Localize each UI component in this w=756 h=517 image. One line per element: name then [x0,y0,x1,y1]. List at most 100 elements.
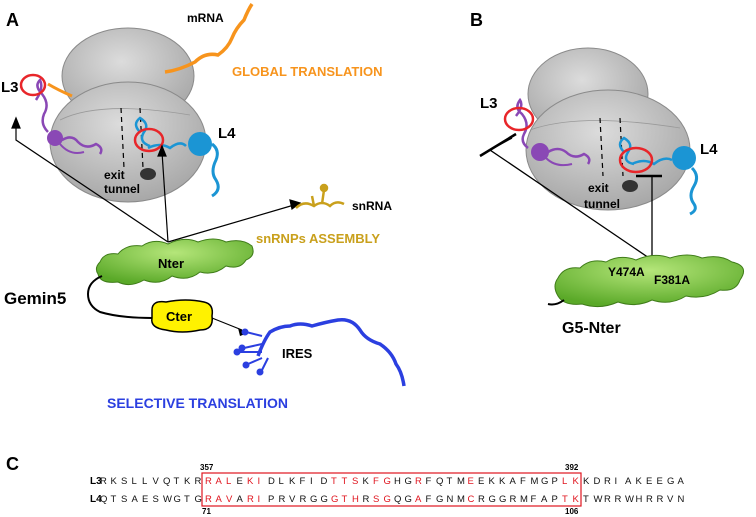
l3-residue: F [426,476,432,487]
l4-residue: F [426,494,432,505]
l3-label-a: L3 [1,79,19,96]
l3-residue: L [142,476,147,487]
mrna-strand-a [164,3,254,74]
panel-a-letter: A [6,10,19,30]
l4-residue: G [499,494,506,505]
l3-residue: R [100,476,107,487]
l4-residue: G [436,494,443,505]
l3-residue: I [615,476,618,487]
mutation-y474a: Y474A [608,265,645,279]
tunnel-label-a: tunnel [104,182,140,196]
conserved-region-box [201,472,582,507]
l3-residue: K [289,476,296,487]
l3-residue: G [405,476,412,487]
panel-b-letter: B [470,10,483,30]
l4-highlight-ring-a [133,127,165,153]
ires-stem-loops [233,328,264,376]
l4-residue: W [594,494,603,505]
l3-residue: F [520,476,526,487]
l3-label-b: L3 [480,95,498,112]
l4-residue: S [121,494,127,505]
l4-residue: T [184,494,190,505]
l3-residue: L [226,476,231,487]
l4-residue: G [405,494,412,505]
l3-residue: I [258,476,261,487]
l4-residue: N [447,494,454,505]
l3-residue: K [184,476,191,487]
l3-residue: L [562,476,567,487]
l4-residue: R [478,494,485,505]
l4-residue: V [289,494,296,505]
l3-residue: A [216,476,223,487]
gemin5-nter-domain [95,238,254,286]
l4-residue: Q [394,494,401,505]
l3-residue: T [447,476,453,487]
l3-residue: M [531,476,539,487]
l4-residue: A [132,494,139,505]
l4-residue: R [205,494,212,505]
l3-residue: Q [436,476,443,487]
l4-residue: S [153,494,159,505]
l3-residue: H [394,476,401,487]
l4-start-number: 71 [202,507,211,516]
l4-residue: C [468,494,475,505]
l3-residue: R [604,476,611,487]
l3-residue: R [415,476,422,487]
l3-residue: G [384,476,391,487]
l4-residue: G [384,494,391,505]
g5-nter-domain [554,254,745,308]
exit-tunnel-hole-a [140,168,156,180]
gemin5-linker [86,275,153,319]
l4-residue: G [310,494,317,505]
snrnps-assembly-label: snRNPs ASSEMBLY [256,231,380,246]
nter-label: Nter [158,256,184,271]
l3-residue: K [636,476,643,487]
l4-residue: R [510,494,517,505]
l3-protein-b [515,97,591,167]
l3-residue: P [552,476,558,487]
l4-residue: G [331,494,338,505]
ribosome-a [49,27,207,203]
l3-residue: K [499,476,506,487]
l3-residue: S [352,476,358,487]
ribosome-b [525,47,691,211]
l4-protein-b [618,136,699,216]
l3-residue: L [132,476,137,487]
l4-residue: R [279,494,286,505]
l3-residue: V [153,476,160,487]
cter-label: Cter [166,309,192,324]
l4-residue: P [268,494,274,505]
l4-residue: R [363,494,370,505]
l4-residue: V [226,494,233,505]
l3-residue: R [195,476,202,487]
global-translation-label: GLOBAL TRANSLATION [232,64,382,79]
l4-residue: H [352,494,359,505]
l3-residue: T [174,476,180,487]
l4-residue: A [237,494,244,505]
l4-residue: S [373,494,379,505]
l4-protein-a [134,116,220,198]
l4-highlight-ring-b [618,146,654,174]
l3-residue: E [237,476,243,487]
l3-residue: T [342,476,348,487]
l4-label-a: L4 [218,125,236,142]
l4-residue: I [258,494,261,505]
snrna-icon [295,183,345,209]
l4-residue: R [300,494,307,505]
l3-residue: R [205,476,212,487]
l4-residue: G [489,494,496,505]
inhibition-lines-b [479,132,662,261]
l4-residue: N [678,494,685,505]
l3-residue: M [457,476,465,487]
l4-residue: R [604,494,611,505]
l4-residue: H [636,494,643,505]
l4-residue: T [562,494,568,505]
l4-residue: A [216,494,223,505]
l3-residue: K [363,476,370,487]
interaction-arrows-a [11,116,302,243]
l4-residue: G [321,494,328,505]
l3-residue: E [646,476,652,487]
l3-residue: L [279,476,284,487]
l4-residue: W [625,494,634,505]
